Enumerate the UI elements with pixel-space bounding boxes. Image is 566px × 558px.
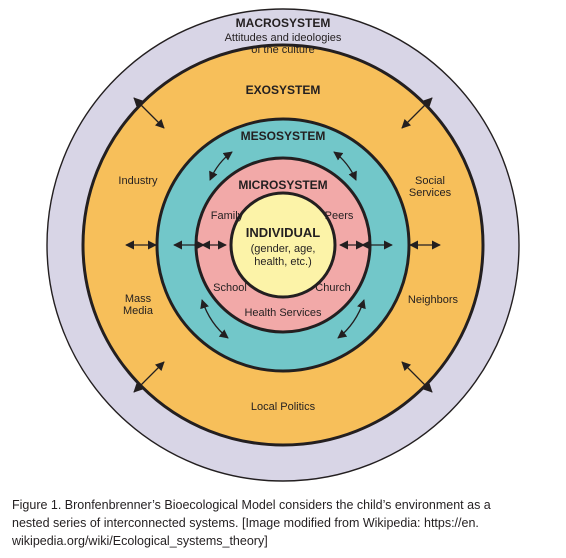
microsystem-label-school: School [213,282,247,294]
macrosystem-subtitle-line-2: of the culture [251,44,315,56]
exosystem-label-mass-line-2: Media [123,305,154,317]
microsystem-label-church: Church [315,282,350,294]
macrosystem-subtitle-line-1: Attitudes and ideologies [225,32,342,44]
microsystem-title: MICROSYSTEM [238,178,327,192]
individual-detail-line-2: health, etc.) [254,256,311,268]
individual-core [229,191,337,299]
exosystem-label-social-line-1: Social [415,175,445,187]
bioecological-model-diagram: MACROSYSTEM Attitudes and ideologies of … [46,8,520,482]
exosystem-label-local-politics: Local Politics [251,401,316,413]
figure-caption: Figure 1. Bronfenbrenner’s Bioecological… [12,496,558,550]
caption-line-2: nested series of interconnected systems.… [12,516,479,530]
arrow-macro-exo-upper-right [401,97,433,129]
exosystem-title: EXOSYSTEM [246,83,321,97]
arrow-meso-lower-left [200,299,229,339]
exosystem-label-social-line-2: Services [409,187,452,199]
microsystem-label-health-services: Health Services [244,307,322,319]
individual-title: INDIVIDUAL [246,225,320,240]
exosystem-label-neighbors: Neighbors [408,294,459,306]
caption-line-3: wikipedia.org/wiki/Ecological_systems_th… [12,534,268,548]
microsystem-label-family: Family [211,210,244,222]
arrow-meso-upper-right [333,151,357,181]
arrow-meso-upper-left [209,151,233,181]
arrow-macro-exo-lower-left [133,361,165,393]
individual-detail-line-1: (gender, age, [251,243,316,255]
caption-line-1: Figure 1. Bronfenbrenner’s Bioecological… [12,498,491,512]
arrow-macro-exo-lower-right [401,361,433,393]
macrosystem-title: MACROSYSTEM [236,16,331,30]
exosystem-label-mass-line-1: Mass [125,293,152,305]
exosystem-label-industry: Industry [118,175,158,187]
arrow-macro-exo-upper-left [133,97,165,129]
microsystem-label-peers: Peers [325,210,354,222]
arrow-meso-lower-right [337,299,366,339]
mesosystem-title: MESOSYSTEM [241,129,326,143]
